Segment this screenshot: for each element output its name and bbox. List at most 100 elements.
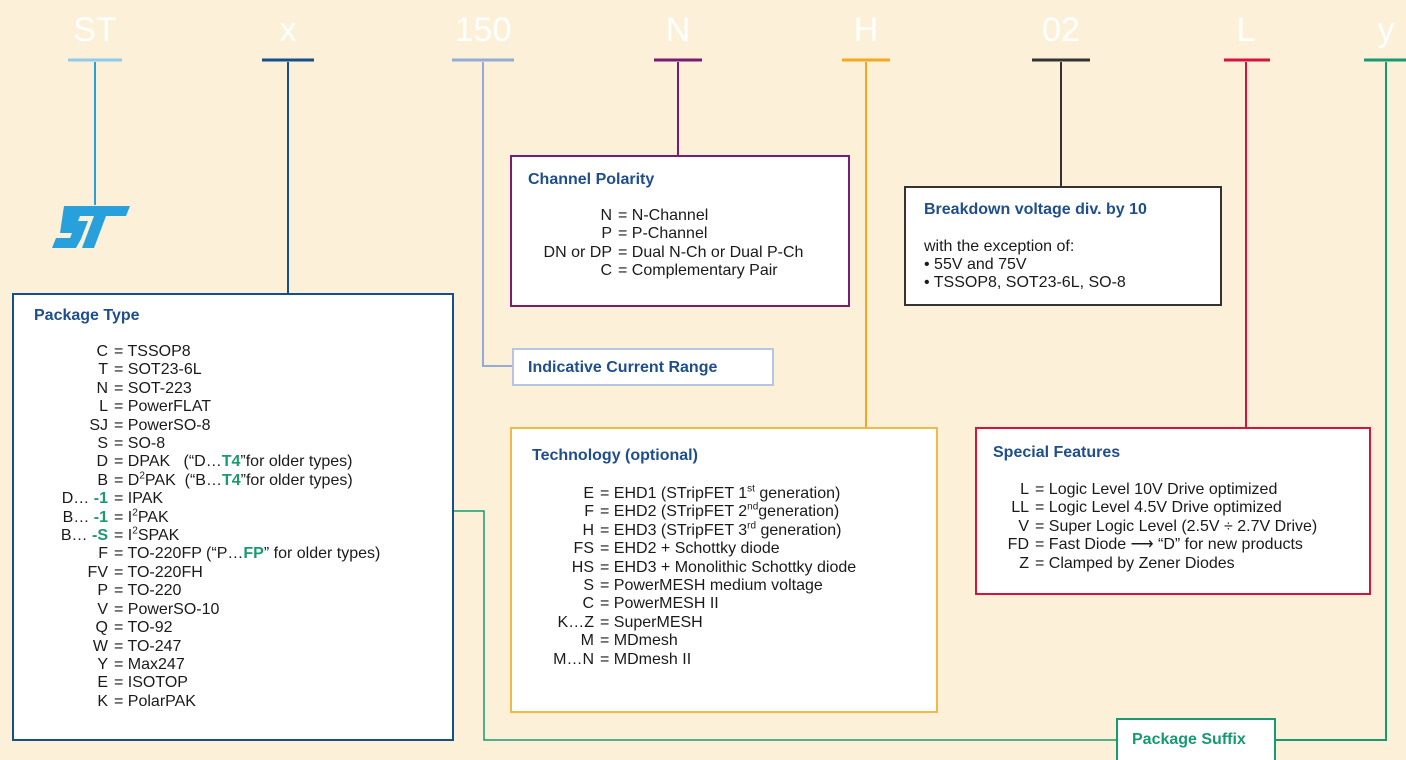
row-code: FS (573, 540, 594, 558)
breakdown-title: Breakdown voltage div. by 10 (924, 201, 1147, 218)
package-type-row: B = D2PAK (“B…T4”for older types) (30, 470, 380, 490)
channel-polarity-row: DN or DP = Dual N-Ch or Dual P-Ch (526, 243, 804, 262)
package-code: B… -S (60, 527, 108, 545)
package-name: = PolarPAK (114, 692, 196, 710)
row-description: = PowerMESH medium voltage (600, 577, 823, 595)
package-name: = TO-220 (114, 582, 182, 600)
package-type-row: B… -1= I2PAK (30, 507, 380, 527)
row-description: = EHD3 (STripFET 3rd generation) (600, 520, 842, 539)
package-code: L (99, 398, 108, 416)
package-name: = PowerFLAT (114, 398, 212, 416)
package-code: K (97, 692, 108, 710)
package-type-row: FV= TO-220FH (30, 564, 380, 582)
special-features-title: Special Features (993, 444, 1121, 461)
connector-150 (482, 62, 512, 367)
connector-y (1276, 62, 1387, 741)
package-type-row: L = PowerFLAT (30, 398, 380, 416)
package-code: Y (97, 655, 108, 673)
row-code: M (580, 632, 594, 650)
technology-row: E= EHD1 (STripFET 1st generation) (526, 484, 856, 503)
row-description: = SuperMESH (600, 613, 703, 631)
row-description: = EHD2 (STripFET 2ndgeneration) (600, 502, 840, 521)
breakdown-intro: with the exception of: (924, 238, 1075, 255)
package-type-row: V= PowerSO-10 (30, 601, 380, 619)
row-code: M…N (553, 650, 594, 668)
row-code: DN or DP (543, 243, 612, 261)
code-h: H (853, 11, 879, 49)
row-description: = EHD2 + Schottky diode (600, 540, 780, 558)
package-type-row: F= TO-220FP (“P…FP” for older types) (30, 545, 380, 563)
breakdown-bullet-1: • 55V and 75V (924, 256, 1027, 273)
row-code: V (1018, 517, 1029, 535)
special-features-row: V= Super Logic Level (2.5V ÷ 2.7V Drive) (989, 518, 1317, 536)
special-features-row: L= Logic Level 10V Drive optimized (989, 481, 1317, 499)
package-name: = Max247 (114, 655, 185, 673)
package-name: = ISOTOP (114, 674, 188, 692)
row-description: = Logic Level 4.5V Drive optimized (1035, 499, 1282, 517)
package-type-row: B… -S= I2SPAK (30, 526, 380, 545)
row-code: FD (1007, 536, 1029, 554)
row-description: = Clamped by Zener Diodes (1035, 554, 1235, 572)
row-code: K…Z (557, 613, 594, 631)
package-type-row: SJ= PowerSO-8 (30, 417, 380, 435)
package-name: = SO-8 (114, 435, 166, 453)
row-description: = P-Channel (618, 225, 708, 243)
code-st: ST (73, 11, 117, 49)
current-range-panel: Indicative Current Range (512, 348, 774, 386)
package-code: S (97, 435, 108, 453)
row-description: = EHD3 + Monolithic Schottky diode (600, 558, 857, 576)
package-name: = D2PAK (“B…T4”for older types) (114, 470, 353, 489)
row-description: = N-Channel (618, 207, 709, 224)
st-logo-icon (52, 206, 130, 248)
row-description: = Dual N-Ch or Dual P-Ch (618, 243, 804, 261)
package-type-row: E = ISOTOP (30, 674, 380, 692)
row-description: = PowerMESH II (600, 595, 719, 613)
package-name: = IPAK (114, 490, 164, 508)
package-code: F (98, 545, 108, 563)
row-code: F (584, 503, 594, 521)
code-y: y (1377, 11, 1395, 49)
package-type-title: Package Type (34, 307, 140, 324)
package-type-row: W= TO-247 (30, 638, 380, 656)
code-n: N (665, 11, 691, 49)
package-code: E (97, 674, 108, 692)
package-type-row: T = SOT23-6L (30, 361, 380, 379)
package-suffix-panel: Package Suffix (1116, 718, 1276, 760)
row-description: = MDmesh II (600, 650, 692, 668)
package-name: = TO-92 (114, 619, 173, 637)
code-x: x (279, 11, 297, 49)
special-features-row: LL= Logic Level 4.5V Drive optimized (989, 499, 1317, 517)
special-features-row: FD = Fast Diode ⟶ “D” for new products (989, 536, 1317, 554)
package-name: = I2PAK (114, 507, 169, 526)
package-name: = TSSOP8 (114, 343, 191, 360)
row-description: = Fast Diode ⟶ “D” for new products (1035, 536, 1303, 554)
package-code: T (98, 361, 108, 379)
package-code: D… -1 (61, 490, 108, 508)
package-name: = DPAK (“D…T4”for older types) (114, 453, 353, 471)
channel-polarity-row: P= P-Channel (526, 225, 803, 243)
code-02: 02 (1042, 11, 1080, 49)
package-name: = SOT23-6L (114, 361, 202, 379)
package-type-row: D= DPAK (“D…T4”for older types) (30, 453, 380, 471)
package-type-row: D… -1 = IPAK (30, 490, 380, 508)
current-range-title: Indicative Current Range (528, 359, 718, 376)
package-code: B (97, 471, 108, 489)
package-code: W (92, 637, 108, 655)
package-suffix-title: Package Suffix (1132, 731, 1246, 748)
package-name: = SOT-223 (114, 379, 192, 397)
technology-title: Technology (optional) (532, 447, 698, 464)
row-code: Z (1019, 554, 1029, 572)
technology-row: K…Z = SuperMESH (526, 614, 856, 632)
channel-polarity-row: C= Complementary Pair (526, 262, 803, 280)
package-code: C (96, 343, 108, 360)
package-type-row: S = SO-8 (30, 435, 380, 453)
row-code: E (583, 485, 594, 502)
breakdown-panel: Breakdown voltage div. by 10 with the ex… (904, 186, 1222, 306)
technology-row: C= PowerMESH II (526, 595, 856, 613)
package-type-row: P= TO-220 (30, 582, 380, 600)
